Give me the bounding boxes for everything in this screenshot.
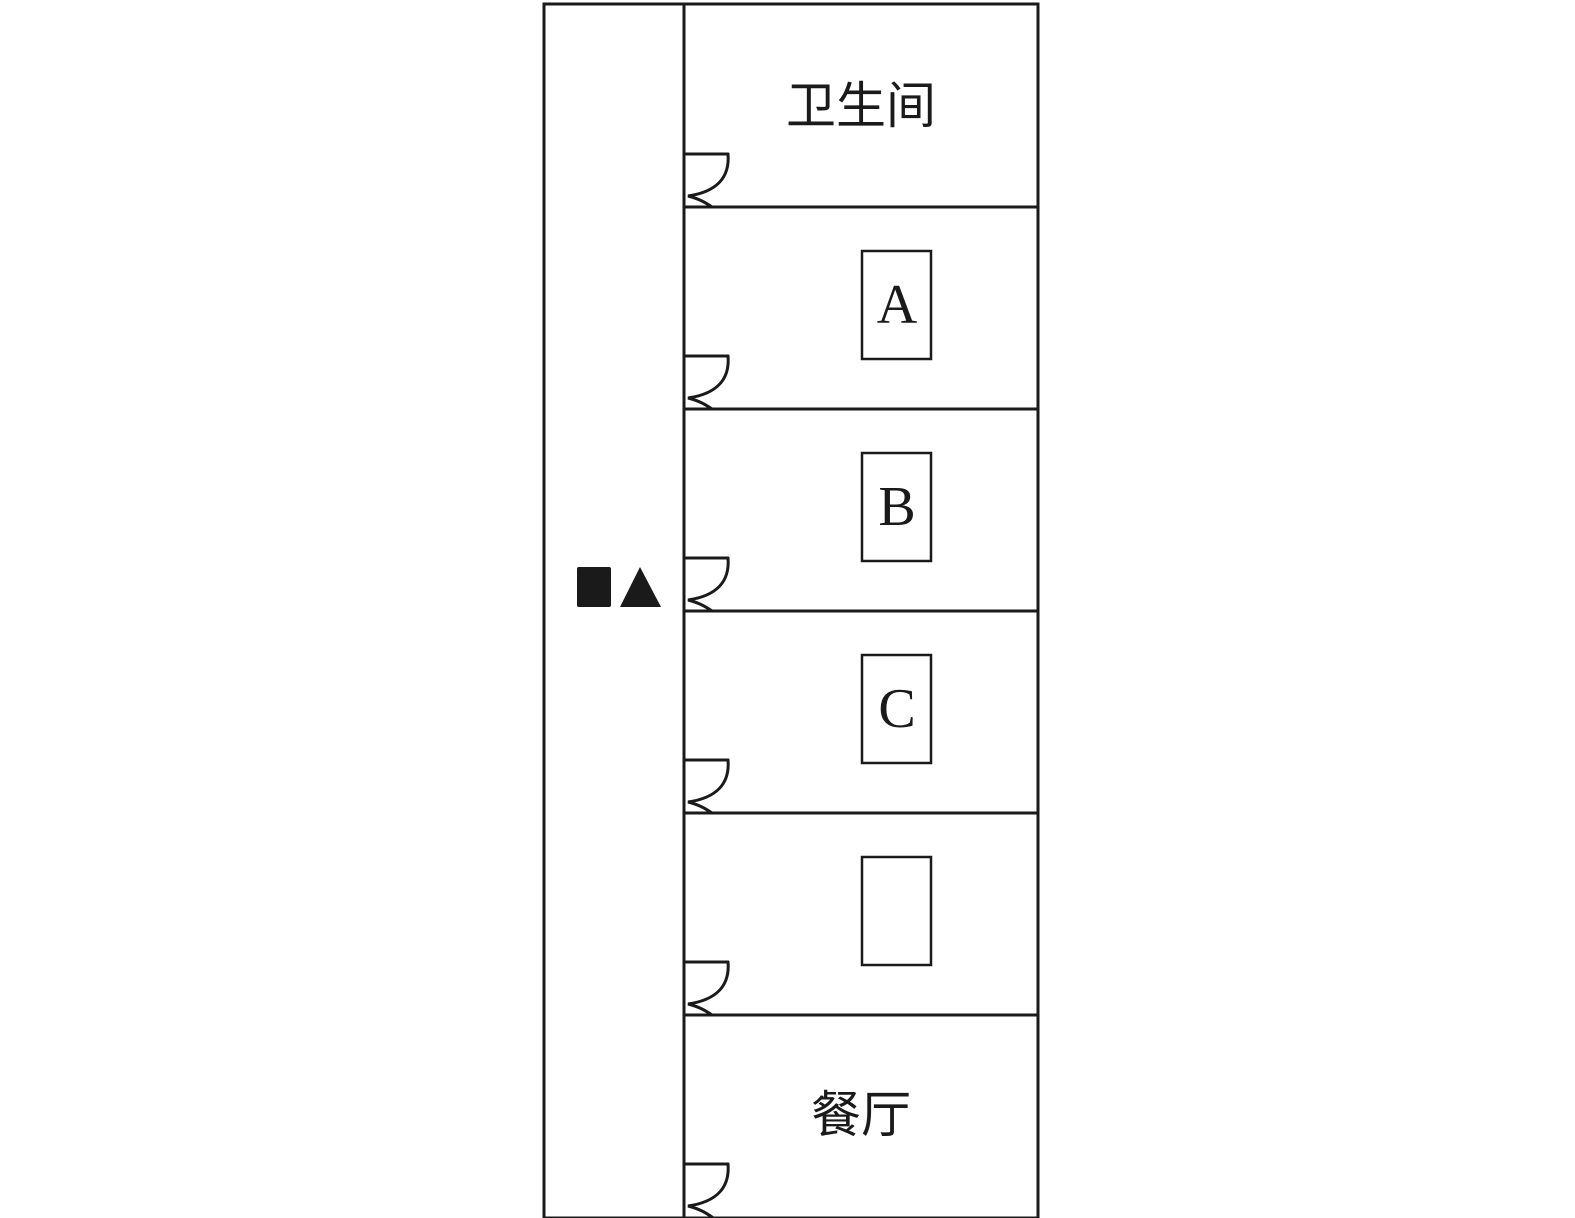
restaurant-label: 餐厅 xyxy=(811,1086,911,1144)
door-room-a xyxy=(682,354,730,411)
filled-triangle-marker xyxy=(620,567,661,607)
box-b-label: B xyxy=(878,476,915,538)
door-room-c xyxy=(682,758,730,815)
door-room-b xyxy=(682,556,730,613)
door-restaurant xyxy=(682,1162,730,1218)
box-a: A xyxy=(860,249,933,361)
door-room-empty xyxy=(682,960,730,1017)
filled-square-marker xyxy=(577,567,611,607)
box-empty xyxy=(860,855,933,967)
box-a-label: A xyxy=(877,274,918,336)
box-c-label: C xyxy=(878,678,915,740)
box-b: B xyxy=(860,451,933,563)
door-washroom xyxy=(682,152,730,209)
box-c: C xyxy=(860,653,933,765)
washroom-label: 卫生间 xyxy=(786,77,936,135)
